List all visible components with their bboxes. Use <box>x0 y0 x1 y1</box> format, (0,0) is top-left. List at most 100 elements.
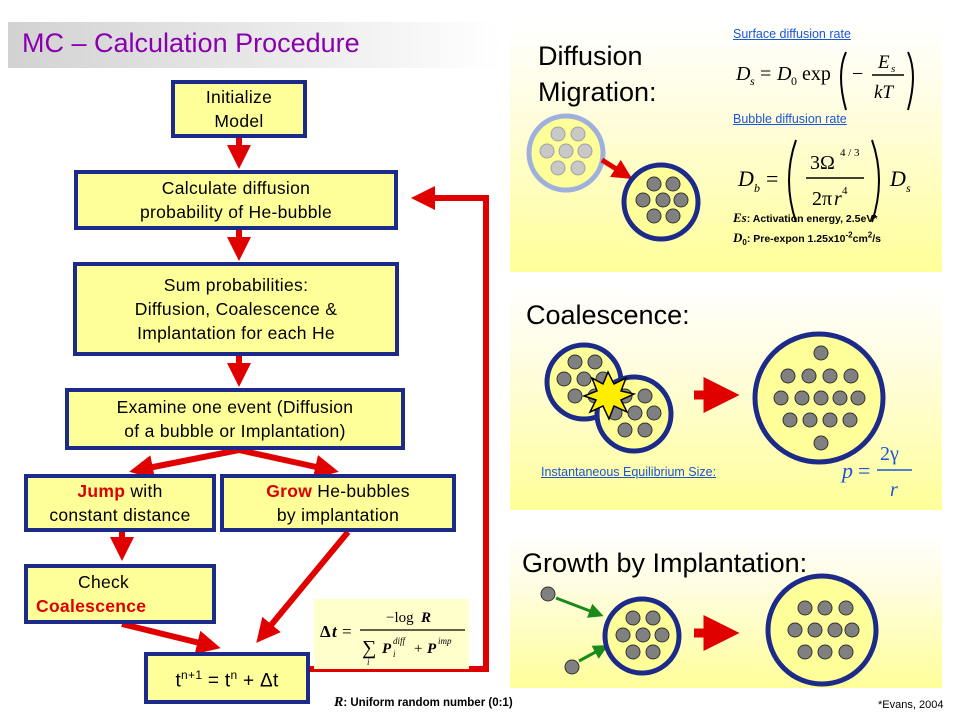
diffusion-arrow <box>600 157 633 179</box>
svg-text:=: = <box>760 63 771 85</box>
d0-sub: 0 <box>742 238 747 248</box>
svg-text:s: s <box>891 63 895 75</box>
grow-line-2: by implantation <box>276 505 400 525</box>
svg-text:b: b <box>754 181 760 195</box>
diffusion-title: Diffusion Migration: <box>538 38 657 110</box>
title-bar <box>8 22 500 68</box>
time-update-step: tn+1 = tn + Δt <box>144 652 310 704</box>
examine-line-2: of a bubble or Implantation) <box>124 421 346 441</box>
jump-line-2: constant distance <box>49 505 191 525</box>
svg-text:i: i <box>393 649 396 659</box>
svg-text:P: P <box>382 641 392 657</box>
page-title: MC – Calculation Procedure <box>22 28 360 58</box>
jump-keyword: Jump <box>77 481 126 501</box>
svg-text:diff: diff <box>393 636 407 646</box>
svg-text:s: s <box>906 181 911 195</box>
surface-diffusion-link[interactable]: Surface diffusion rate <box>733 27 851 41</box>
svg-text:∑: ∑ <box>362 637 376 659</box>
diffusion-bubble-start <box>526 113 606 193</box>
calc-line-1: Calculate diffusion <box>161 178 311 198</box>
svg-text:4: 4 <box>842 185 848 197</box>
es-symbol: Es <box>733 210 747 225</box>
grow-line-1-rest: He-bubbles <box>312 481 410 501</box>
svg-text:3Ω: 3Ω <box>810 152 835 174</box>
sum-probabilities-step: Sum probabilities: Diffusion, Coalescenc… <box>73 262 399 356</box>
svg-text:=: = <box>766 166 778 191</box>
collision-burst-icon <box>581 370 637 421</box>
svg-text:P: P <box>427 641 437 657</box>
svg-text:D: D <box>735 63 751 85</box>
svg-text:s: s <box>750 74 755 88</box>
svg-text:2γ: 2γ <box>880 443 899 465</box>
citation: *Evans, 2004 <box>878 699 944 711</box>
examine-event-step: Examine one event (Diffusion of a bubble… <box>65 388 405 450</box>
diffusion-title-line-2: Migration: <box>538 77 657 107</box>
equilibrium-size-equation: p = 2γ r <box>840 443 912 501</box>
time-sup-n: n <box>230 667 238 682</box>
time-t: t <box>175 670 182 692</box>
init-line-2: Model <box>214 111 264 131</box>
svg-text:Δ: Δ <box>320 622 331 641</box>
svg-text:R: R <box>420 610 431 626</box>
jump-line-1: Jump with <box>77 479 162 503</box>
svg-text:D: D <box>737 166 754 191</box>
svg-text:D: D <box>776 63 792 85</box>
svg-text:−log: −log <box>386 610 414 626</box>
arrow-examine-grow <box>238 447 339 479</box>
time-step-equation: Δ t = −log R ∑ i P diff i + P imp <box>320 610 465 667</box>
growth-bubble-after <box>765 573 879 687</box>
svg-text:2π: 2π <box>812 188 832 210</box>
check-line-1: Check <box>78 572 130 592</box>
d0-unit: cm <box>852 233 868 245</box>
grow-keyword: Grow <box>266 481 313 501</box>
d0-symbol: D <box>733 230 743 245</box>
svg-text:imp: imp <box>438 636 452 646</box>
jump-step: Jump with constant distance <box>24 474 216 532</box>
svg-text:p: p <box>840 458 853 483</box>
sum-line-2: Diffusion, Coalescence & <box>134 299 338 319</box>
growth-title: Growth by Implantation: <box>522 548 808 578</box>
implant-arrow-lower <box>578 645 609 663</box>
d0-unit-exp: 2 <box>867 230 873 240</box>
initialize-model-step: Initialize Model <box>171 80 307 138</box>
jump-line-1-rest: with <box>125 481 163 501</box>
coalescence-title: Coalescence: <box>526 300 690 330</box>
d0-unit-tail: /s <box>872 233 882 245</box>
svg-text:=: = <box>342 622 352 641</box>
random-text: : Uniform random number (0:1) <box>343 697 513 709</box>
implanted-he-atoms <box>540 586 580 675</box>
d0-text: : Pre-expon 1.25x10 <box>746 233 846 245</box>
grow-line-1: Grow He-bubbles <box>266 479 410 503</box>
check-line-2: Coalescence <box>36 596 147 616</box>
svg-text:D: D <box>889 166 906 191</box>
svg-text:0: 0 <box>791 74 797 88</box>
arrow-grow-time <box>256 530 351 643</box>
svg-text:4 / 3: 4 / 3 <box>840 147 860 159</box>
random-number-note: R: Uniform random number (0:1) <box>334 695 513 711</box>
check-coalescence-step: Check Coalescence <box>24 564 216 624</box>
svg-text:kT: kT <box>874 82 894 103</box>
diffusion-title-line-1: Diffusion <box>538 41 643 71</box>
diffusion-bubble-end <box>621 162 701 242</box>
svg-text:t: t <box>332 622 338 641</box>
svg-text:exp: exp <box>802 63 831 85</box>
d0-exp: -2 <box>845 230 853 240</box>
svg-text:r: r <box>890 479 898 501</box>
random-symbol: R <box>334 695 344 710</box>
svg-text:i: i <box>367 657 370 667</box>
calc-line-2: probability of He-bubble <box>139 202 333 222</box>
implant-arrow-upper <box>555 596 604 618</box>
es-text: : Activation energy, 2.5eV* <box>746 213 878 225</box>
bubble-diffusion-link[interactable]: Bubble diffusion rate <box>733 112 847 126</box>
init-line-1: Initialize <box>205 87 273 107</box>
grow-step: Grow He-bubbles by implantation <box>220 474 456 532</box>
arrow-examine-jump <box>129 447 240 479</box>
time-delta: Δt <box>259 670 279 692</box>
time-step-equation-bg <box>314 599 469 669</box>
calculate-diffusion-step: Calculate diffusion probability of He-bu… <box>74 170 398 230</box>
svg-text:+: + <box>414 641 422 657</box>
svg-text:E: E <box>877 52 890 73</box>
bubble-diffusion-equation: D b = 3Ω 4 / 3 2π r 4 D s <box>737 139 911 223</box>
equilibrium-size-link[interactable]: Instantaneous Equilibrium Size: <box>541 465 717 479</box>
